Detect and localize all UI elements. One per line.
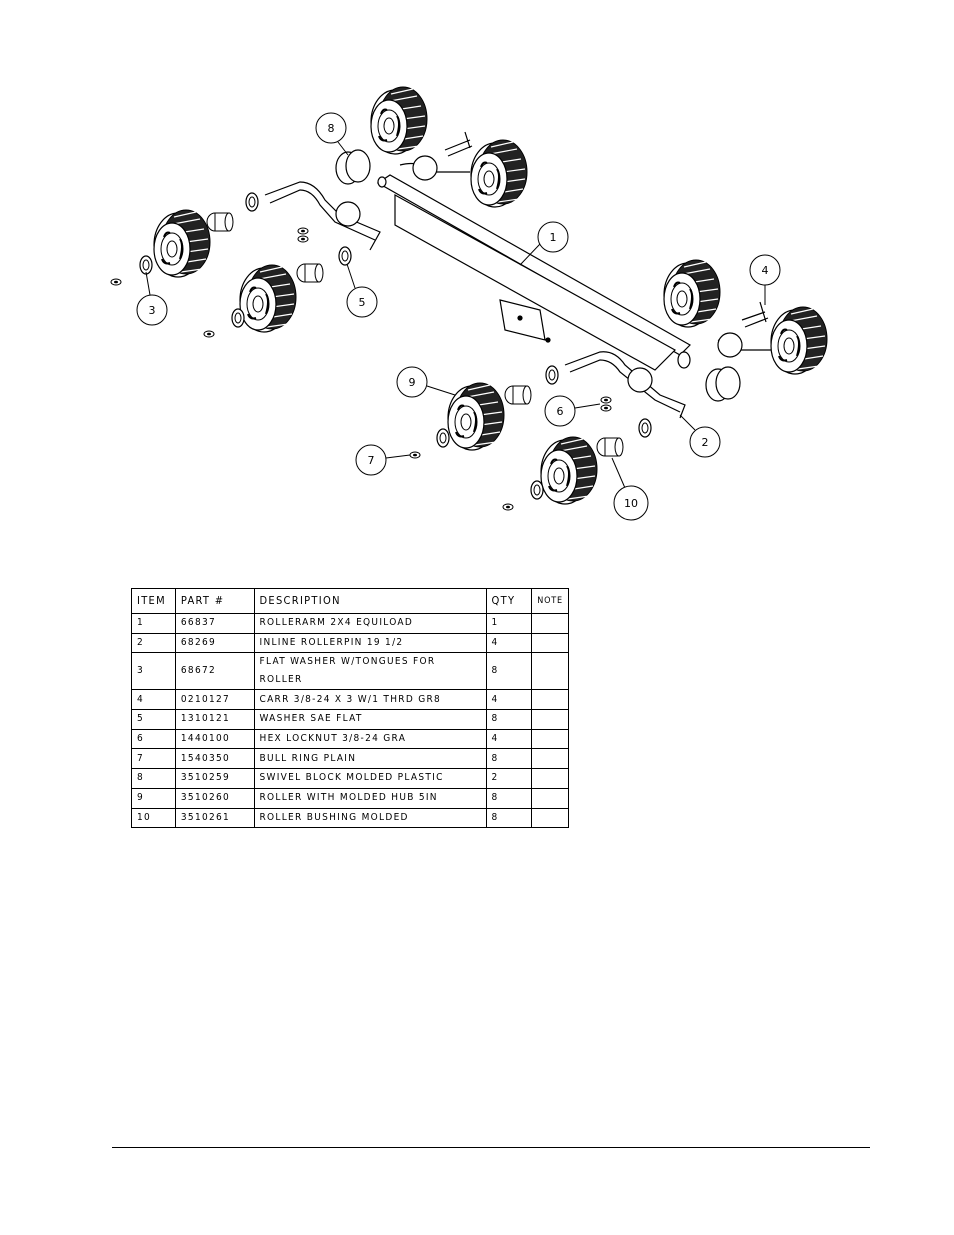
cell-item: 6 bbox=[131, 728, 176, 750]
cell-qty: 8 bbox=[485, 709, 533, 730]
cell-note bbox=[531, 807, 569, 829]
cell-qty: 4 bbox=[485, 632, 533, 654]
header-qty: QTY bbox=[485, 588, 533, 614]
cell-qty: 8 bbox=[485, 807, 533, 829]
cell-description: ROLLER WITH MOLDED HUB 5IN bbox=[253, 787, 487, 809]
cell-note bbox=[531, 652, 569, 691]
svg-text:2: 2 bbox=[702, 436, 709, 449]
cell-item: 7 bbox=[131, 748, 176, 770]
cell-part: 1440100 bbox=[174, 728, 255, 750]
cell-qty: 4 bbox=[485, 728, 533, 750]
cell-item: 10 bbox=[131, 807, 176, 829]
cell-part: 66837 bbox=[174, 613, 255, 634]
callout-2: 2 bbox=[679, 414, 721, 458]
cell-part: 1540350 bbox=[174, 748, 255, 770]
cell-item: 4 bbox=[131, 689, 176, 711]
callout-7: 7 bbox=[355, 444, 411, 476]
cell-description: CARR 3/8-24 X 3 W/1 THRD GR8 bbox=[253, 689, 487, 711]
cell-part: 1310121 bbox=[174, 709, 255, 730]
svg-text:3: 3 bbox=[149, 304, 156, 317]
cell-item: 3 bbox=[131, 652, 176, 691]
cell-item: 5 bbox=[131, 709, 176, 730]
cell-description: BULL RING PLAIN bbox=[253, 748, 487, 770]
callout-8: 8 bbox=[315, 112, 349, 156]
svg-text:4: 4 bbox=[762, 264, 769, 277]
cell-item: 2 bbox=[131, 632, 176, 654]
svg-text:10: 10 bbox=[624, 497, 638, 510]
callout-6: 6 bbox=[544, 395, 601, 427]
cell-note bbox=[531, 787, 569, 809]
cell-note bbox=[531, 613, 569, 634]
cell-part: 68269 bbox=[174, 632, 255, 654]
svg-text:8: 8 bbox=[328, 122, 335, 135]
cell-description: ROLLER BUSHING MOLDED bbox=[253, 807, 487, 829]
cell-qty: 1 bbox=[485, 613, 533, 634]
cell-qty: 8 bbox=[485, 748, 533, 770]
cell-part: 3510261 bbox=[174, 807, 255, 829]
header-note: NOTE bbox=[531, 588, 569, 614]
header-description: DESCRIPTION bbox=[253, 588, 487, 614]
cell-item: 8 bbox=[131, 768, 176, 789]
cell-qty: 4 bbox=[485, 689, 533, 711]
exploded-parts-diagram: 1 2 3 4 5 6 7 8 9 10 bbox=[110, 86, 828, 521]
svg-text:9: 9 bbox=[409, 376, 416, 389]
svg-text:6: 6 bbox=[557, 405, 564, 418]
footer-divider bbox=[112, 1147, 870, 1148]
header-part: PART # bbox=[174, 588, 255, 614]
swivel-blocks bbox=[335, 149, 743, 402]
callout-1: 1 bbox=[519, 221, 569, 266]
cell-qty: 8 bbox=[485, 787, 533, 809]
cell-part: 0210127 bbox=[174, 689, 255, 711]
cell-part: 3510259 bbox=[174, 768, 255, 789]
cell-part: 3510260 bbox=[174, 787, 255, 809]
table-header-row: ITEM PART # DESCRIPTION QTY NOTE bbox=[131, 588, 569, 614]
cell-description: SWIVEL BLOCK MOLDED PLASTIC bbox=[253, 768, 487, 789]
callout-4: 4 bbox=[749, 254, 781, 305]
cell-note bbox=[531, 689, 569, 711]
cell-note bbox=[531, 728, 569, 750]
roller-arm-tube bbox=[376, 174, 691, 371]
svg-text:7: 7 bbox=[368, 454, 375, 467]
rollers bbox=[153, 86, 828, 505]
callout-10: 10 bbox=[611, 457, 649, 521]
cell-note bbox=[531, 709, 569, 730]
header-item: ITEM bbox=[131, 588, 176, 614]
cell-description: HEX LOCKNUT 3/8-24 GRA bbox=[253, 728, 487, 750]
cell-qty: 8 bbox=[485, 652, 533, 691]
hardware bbox=[110, 131, 769, 511]
svg-text:1: 1 bbox=[550, 231, 557, 244]
cell-note bbox=[531, 632, 569, 654]
cell-qty: 2 bbox=[485, 768, 533, 789]
callout-5: 5 bbox=[346, 263, 378, 318]
cell-note bbox=[531, 768, 569, 789]
callouts: 1 2 3 4 5 6 7 8 9 10 bbox=[136, 112, 781, 521]
callout-3: 3 bbox=[136, 271, 168, 326]
cell-note bbox=[531, 748, 569, 770]
cell-description: FLAT WASHER W/TONGUES FOR ROLLER bbox=[253, 652, 487, 691]
svg-text:5: 5 bbox=[359, 296, 366, 309]
cell-part: 68672 bbox=[174, 652, 255, 691]
callout-9: 9 bbox=[396, 366, 456, 398]
cell-description: INLINE ROLLERPIN 19 1/2 bbox=[253, 632, 487, 654]
cell-description: ROLLERARM 2X4 EQUILOAD bbox=[253, 613, 487, 634]
cell-item: 1 bbox=[131, 613, 176, 634]
cell-item: 9 bbox=[131, 787, 176, 809]
cell-description: WASHER SAE FLAT bbox=[253, 709, 487, 730]
